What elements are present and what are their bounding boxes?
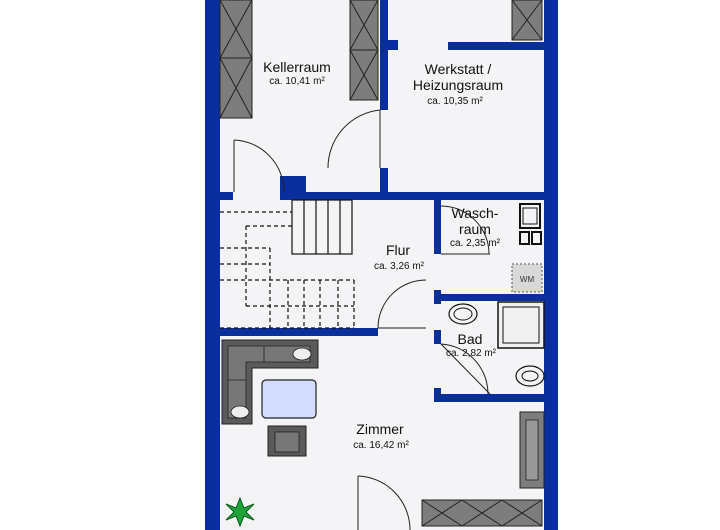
wall-top-row-1 bbox=[220, 192, 233, 200]
outer-wall-left bbox=[205, 0, 220, 530]
bad-name: Bad bbox=[458, 331, 483, 347]
cabinet-icon bbox=[519, 411, 545, 489]
wall-flur-zimmer bbox=[220, 328, 378, 336]
wall-waschraum-left bbox=[434, 200, 441, 254]
kellerraum-area: ca. 10,41 m² bbox=[269, 76, 325, 87]
stair-lower-dashed bbox=[220, 211, 355, 329]
kellerraum-name: Kellerraum bbox=[263, 59, 331, 75]
outer-wall-right bbox=[544, 0, 558, 530]
wall-keller-werkstatt-lower bbox=[380, 168, 388, 192]
wall-bad-bottom bbox=[434, 394, 544, 402]
zimmer-area: ca. 16,42 m² bbox=[353, 440, 409, 451]
washing-machine-label: WM bbox=[520, 275, 535, 284]
kellerraum-shelf-right bbox=[349, 0, 379, 101]
sink-icon bbox=[519, 203, 541, 229]
wall-keller-werkstatt bbox=[380, 0, 388, 110]
bad-area: ca. 2,82 m² bbox=[446, 348, 497, 359]
sink-icon bbox=[448, 303, 478, 325]
walls bbox=[205, 0, 558, 530]
wall-bad-corner bbox=[434, 290, 441, 304]
wall-top-row-2 bbox=[306, 192, 556, 200]
wall-stub bbox=[388, 40, 398, 50]
armchair-icon bbox=[267, 425, 307, 457]
werkstatt-name-line2: Heizungsraum bbox=[413, 77, 503, 93]
wall-bad-left-stub bbox=[434, 330, 441, 344]
table-icon bbox=[261, 379, 317, 419]
plant-icon bbox=[225, 496, 255, 528]
washing-machine-icon bbox=[511, 263, 543, 293]
sideboard-icon bbox=[421, 499, 543, 527]
sofa-icon bbox=[221, 339, 319, 425]
wall-waschraum-bottom bbox=[434, 294, 544, 301]
werkstatt-name-line1: Werkstatt / bbox=[425, 61, 492, 77]
shower-icon bbox=[497, 301, 545, 349]
kellerraum-shelf-left bbox=[219, 0, 253, 119]
waschraum-area: ca. 2,35 m² bbox=[450, 238, 501, 249]
flur-name: Flur bbox=[386, 242, 410, 258]
toilet-icon bbox=[515, 365, 545, 387]
flur-area: ca. 3,26 m² bbox=[374, 261, 425, 272]
bad-fixtures bbox=[448, 301, 545, 387]
door-swing-icon bbox=[233, 109, 491, 530]
stair-icon bbox=[291, 199, 353, 255]
werkstatt-shelf bbox=[511, 0, 543, 41]
wall-werkstatt-top bbox=[448, 42, 544, 50]
werkstatt-area: ca. 10,35 m² bbox=[427, 96, 483, 107]
waschraum-name-line1: Wasch- bbox=[452, 205, 499, 221]
zimmer-name: Zimmer bbox=[356, 421, 404, 437]
waschraum-fixtures bbox=[511, 203, 543, 293]
waschraum-name-line2: raum bbox=[459, 221, 491, 237]
